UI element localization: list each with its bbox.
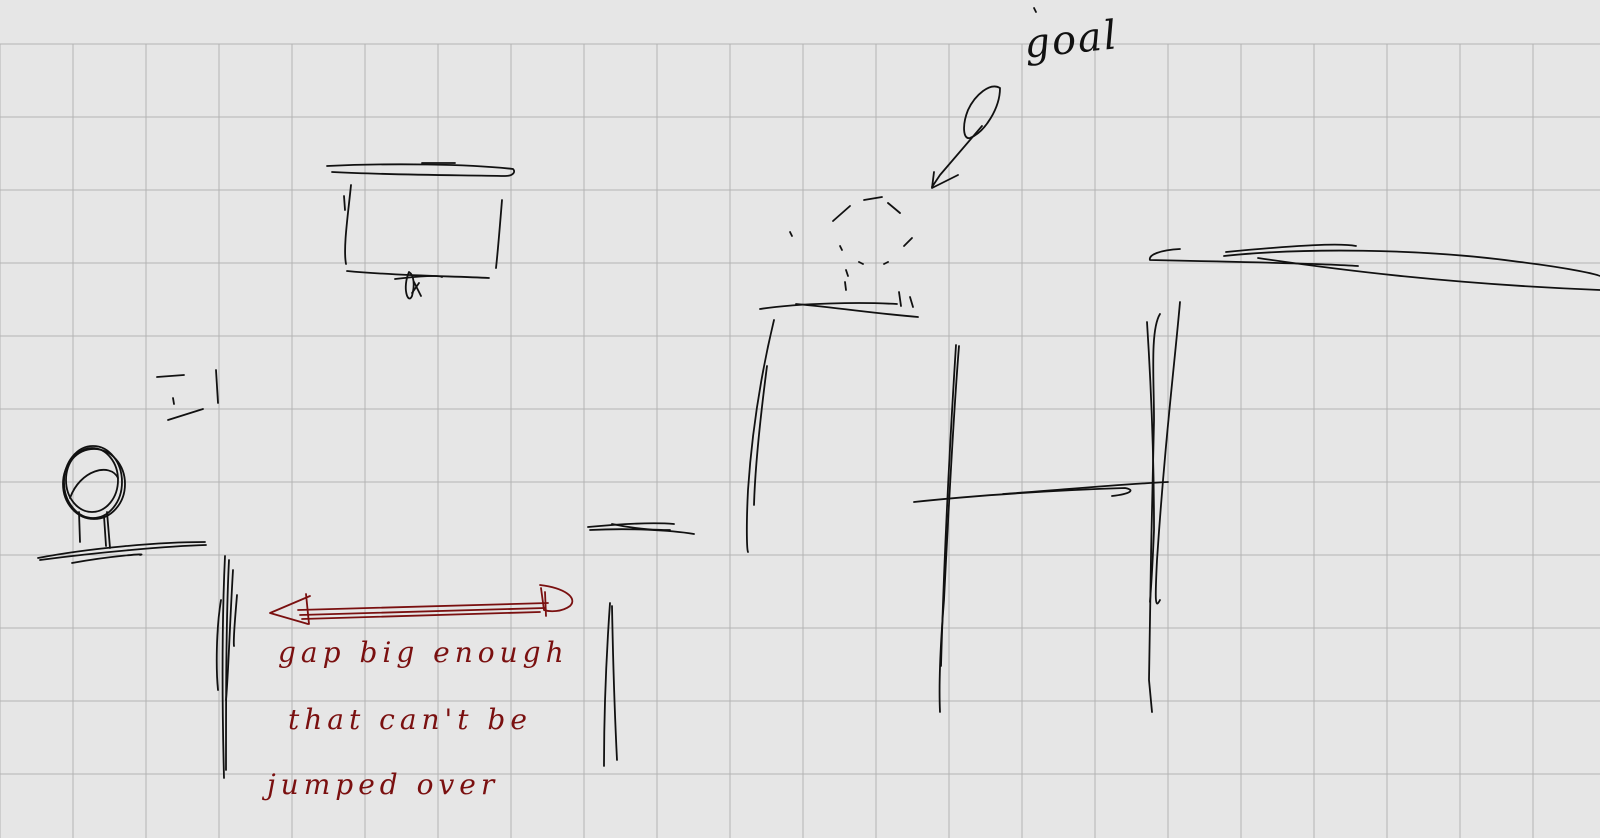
goal-platform xyxy=(745,302,919,553)
gap-note-line-2: that can't be xyxy=(288,703,532,736)
player-icon xyxy=(62,445,126,549)
equals-one-mark xyxy=(156,369,219,421)
goal-arrow-icon xyxy=(931,7,1037,189)
gap-note-line-3: jumped over xyxy=(267,768,500,801)
goal-label: goal xyxy=(1022,12,1121,68)
pit-wall-right xyxy=(603,602,618,767)
mid-step xyxy=(587,522,695,535)
floating-box xyxy=(326,162,516,280)
gap-arrow-icon xyxy=(269,584,574,625)
gap-note-line-1: gap big enough xyxy=(278,636,569,669)
start-ledge xyxy=(37,541,207,564)
coin-icon xyxy=(404,271,422,300)
goal-cloud-icon xyxy=(789,196,914,308)
upper-ledge xyxy=(1148,243,1600,291)
pit-wall-left xyxy=(215,555,238,779)
ladder-structure xyxy=(913,301,1181,713)
